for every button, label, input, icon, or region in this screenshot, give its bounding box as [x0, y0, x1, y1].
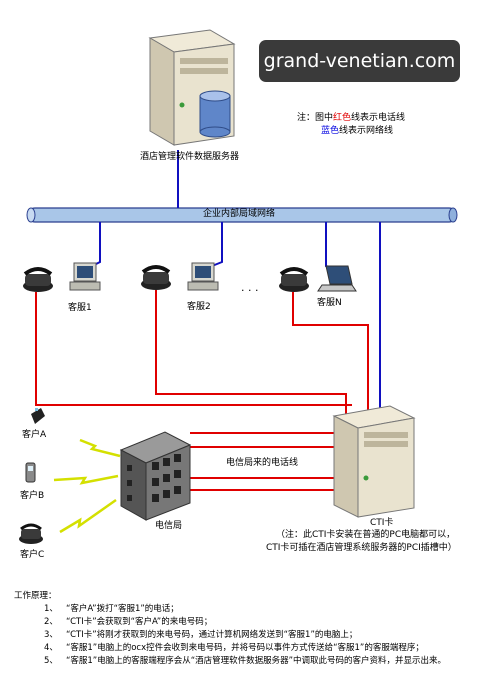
step-number: 3、	[44, 630, 58, 640]
step-number: 2、	[44, 617, 58, 627]
legend-line-1: 注：图中红色线表示电话线	[297, 113, 406, 123]
cti-server-icon	[332, 405, 416, 518]
cti-note-line-1: （注：此CTI卡安装在普通的PC电脑都可以，	[276, 530, 456, 540]
customer-a-label: 客户A	[22, 430, 47, 440]
customerC-phone-icon	[19, 523, 43, 544]
telecom-label: 电信局	[155, 521, 183, 531]
cti-card-label: CTI卡	[370, 518, 394, 528]
watermark-badge: grand-venetian.com	[259, 40, 460, 82]
step-text: “客服1”电脑上的ocx控件会收到来电号码，并将号码以事件方式传送给“客服1”的…	[66, 643, 424, 653]
agent1-pc-icon	[69, 262, 101, 291]
server-label: 酒店管理软件数据服务器	[140, 152, 240, 162]
principle-step: 5、 “客服1”电脑上的客服端程序会从“酒店管理软件数据服务器”中调取此号码的客户…	[44, 655, 456, 668]
legend-line-2: 蓝色线表示网络线	[321, 126, 394, 136]
customer-c-label: 客户C	[20, 550, 45, 560]
phone-lines	[35, 290, 369, 491]
principle-title: 工作原理：	[14, 591, 57, 601]
step-number: 5、	[44, 656, 58, 666]
step-number: 4、	[44, 643, 58, 653]
wireless-signals	[53, 438, 121, 534]
step-text: “客户A”拨打“客服1”的电话；	[66, 604, 179, 614]
customer-b-label: 客户B	[20, 491, 45, 501]
customerB-mobile-icon	[25, 462, 36, 483]
telecom-building-icon	[119, 431, 192, 521]
principle-step: 3、 “CTI卡”将刚才获取到的来电号码，通过计算机网络发送到“客服1”的电脑上；	[44, 629, 456, 642]
agentN-phone-icon	[279, 267, 309, 292]
agent-1-label: 客服1	[68, 303, 92, 313]
step-text: “CTI卡”将刚才获取到的来电号码，通过计算机网络发送到“客服1”的电脑上；	[66, 630, 358, 640]
agentN-laptop-icon	[317, 265, 357, 292]
agent1-phone-icon	[23, 267, 53, 292]
incoming-lines-label: 电信局来的电话线	[226, 458, 299, 468]
customerA-mobile-icon	[31, 408, 45, 424]
steps-list: 1、 “客户A”拨打“客服1”的电话； 2、 “CTI卡”会获取到“客户A”的来电号码…	[34, 603, 456, 668]
lan-label: 企业内部局域网络	[203, 209, 276, 219]
agent-n-label: 客服N	[317, 298, 342, 308]
agent2-phone-icon	[141, 265, 171, 290]
agents-ellipsis: · · ·	[241, 284, 259, 297]
agent2-pc-icon	[187, 262, 219, 291]
principle-step: 4、 “客服1”电脑上的ocx控件会收到来电号码，并将号码以事件方式传送给“客服1…	[44, 642, 456, 655]
principle-step: 2、 “CTI卡”会获取到“客户A”的来电号码；	[44, 616, 456, 629]
step-text: “CTI卡”会获取到“客户A”的来电号码；	[66, 617, 213, 627]
step-number: 1、	[44, 604, 58, 614]
cti-note-line-2: CTI卡可插在酒店管理系统服务器的PCI插槽中）	[266, 543, 457, 553]
server-icon	[148, 29, 236, 146]
working-principle: 工作原理： 1、 “客户A”拨打“客服1”的电话； 2、 “CTI卡”会获取到“客户A…	[14, 590, 456, 668]
agent-2-label: 客服2	[187, 302, 211, 312]
step-text: “客服1”电脑上的客服端程序会从“酒店管理软件数据服务器”中调取此号码的客户资料…	[66, 656, 447, 666]
legend: 注：图中红色线表示电话线 蓝色线表示网络线	[297, 112, 405, 138]
lan-bus	[26, 207, 458, 223]
principle-step: 1、 “客户A”拨打“客服1”的电话；	[44, 603, 456, 616]
